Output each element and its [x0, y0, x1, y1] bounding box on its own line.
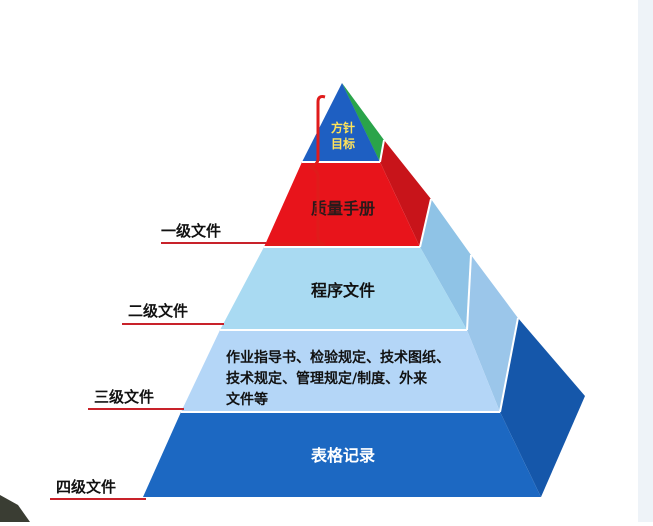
- side-face-records: [500, 318, 585, 497]
- side-face-instruction: [467, 255, 518, 412]
- tier-manual: [264, 162, 420, 247]
- level-4-label: 四级文件: [56, 478, 116, 496]
- tier-instruction-label-line-3: 文件等: [226, 391, 268, 408]
- corner-shadow: [0, 495, 30, 522]
- tier-records-label: 表格记录: [310, 446, 375, 465]
- level-1-bracket: [268, 95, 326, 246]
- tier-manual-label: 质量手册: [311, 199, 375, 218]
- level-3-label: 三级文件: [94, 388, 154, 406]
- tier-instruction-label-line-1: 作业指导书、检验规定、技术图纸、: [226, 349, 450, 366]
- edge-strip: [638, 0, 653, 522]
- tier-instruction-label-line-2: 技术规定、管理规定/制度、外来: [226, 370, 428, 387]
- side-face-green: [342, 83, 384, 162]
- tier-instruction: [181, 330, 500, 412]
- tier-separators: [181, 139, 519, 413]
- level-1-label: 一级文件: [161, 222, 221, 240]
- tier-top-label-line-2: 目标: [331, 136, 355, 151]
- tier-records: [143, 412, 541, 497]
- tier-top: [302, 83, 380, 162]
- side-face-procedure: [420, 199, 471, 330]
- side-face-red: [380, 140, 431, 247]
- tier-procedure-label: 程序文件: [311, 281, 375, 300]
- tier-top-label-line-1: 方针: [331, 120, 355, 135]
- level-2-label: 二级文件: [128, 302, 188, 320]
- tier-procedure: [220, 247, 467, 330]
